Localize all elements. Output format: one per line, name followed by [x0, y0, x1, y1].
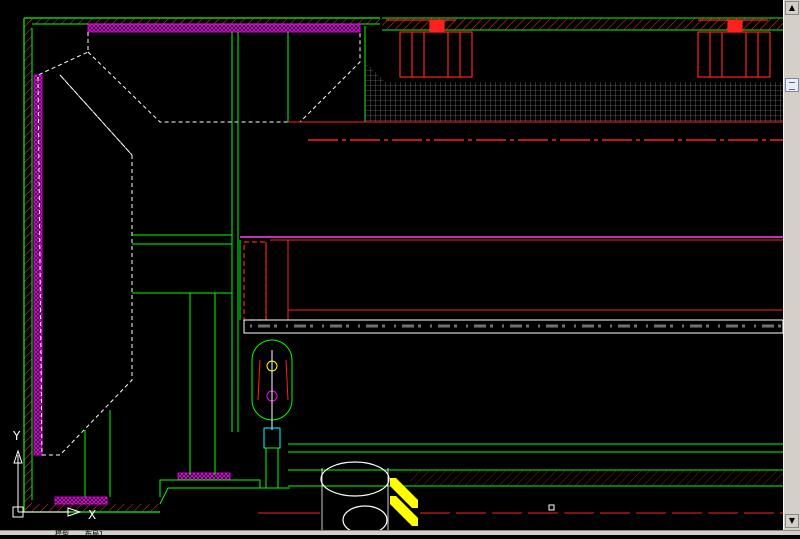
triangle-fill [365, 62, 385, 82]
layout-tab-bar: 模型 布局1 [0, 530, 800, 538]
insulation-strips [33, 23, 361, 505]
bottom-hatch-band [410, 470, 783, 486]
red-dashed-box [243, 241, 267, 321]
left-wall [23, 17, 380, 513]
ceiling-fixtures [386, 19, 771, 78]
top-beam [382, 18, 783, 30]
floor-slab [243, 319, 784, 334]
grip-point[interactable] [548, 504, 555, 511]
ucs-icon: Y X [12, 429, 96, 522]
ceiling-grid-panel [365, 82, 783, 122]
cad-drawing-canvas[interactable]: Y X [0, 0, 784, 535]
arrow-up-icon: ▲ [788, 3, 796, 12]
ucs-x-label: X [88, 508, 96, 522]
scroll-thumb[interactable] [785, 78, 799, 92]
arrow-down-icon: ▼ [788, 516, 796, 525]
red-lines [270, 121, 783, 311]
vertical-scrollbar[interactable]: ▲ ▼ [783, 0, 800, 530]
hanger-assembly [251, 339, 293, 489]
hazard-stripes [390, 478, 418, 526]
scroll-up-button[interactable]: ▲ [785, 1, 799, 15]
scroll-down-button[interactable]: ▼ [785, 514, 799, 528]
ucs-y-label: Y [12, 429, 21, 443]
tab-model[interactable]: 模型 [55, 530, 69, 538]
light-fixtures [320, 461, 390, 535]
tab-layout1[interactable]: 布局1 [85, 530, 104, 538]
